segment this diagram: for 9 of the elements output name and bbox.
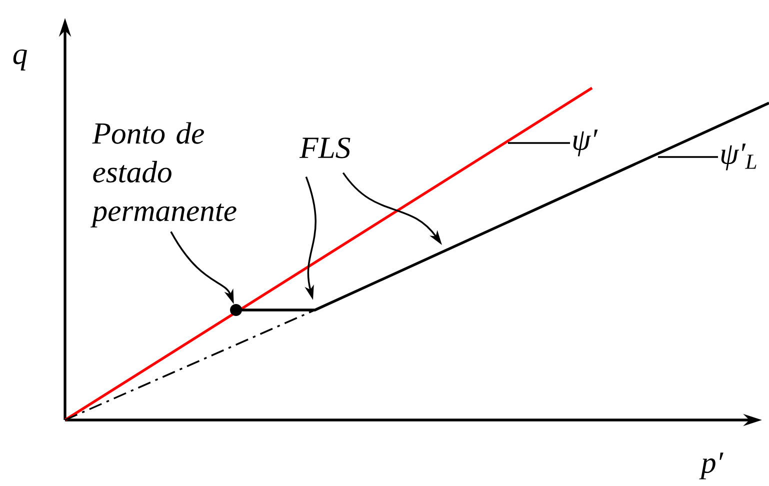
leader-line	[658, 156, 718, 158]
leader-line	[508, 142, 570, 144]
callout-text: FLS	[299, 138, 350, 158]
axis-label: p′	[699, 452, 724, 480]
axis-label: q	[13, 50, 27, 70]
state-point	[230, 304, 242, 316]
callout-text: Ponto de estado permanente	[90, 122, 236, 228]
slope-label: ψ′	[573, 130, 598, 156]
slope-label: ψ′$_{L}$	[721, 144, 756, 170]
